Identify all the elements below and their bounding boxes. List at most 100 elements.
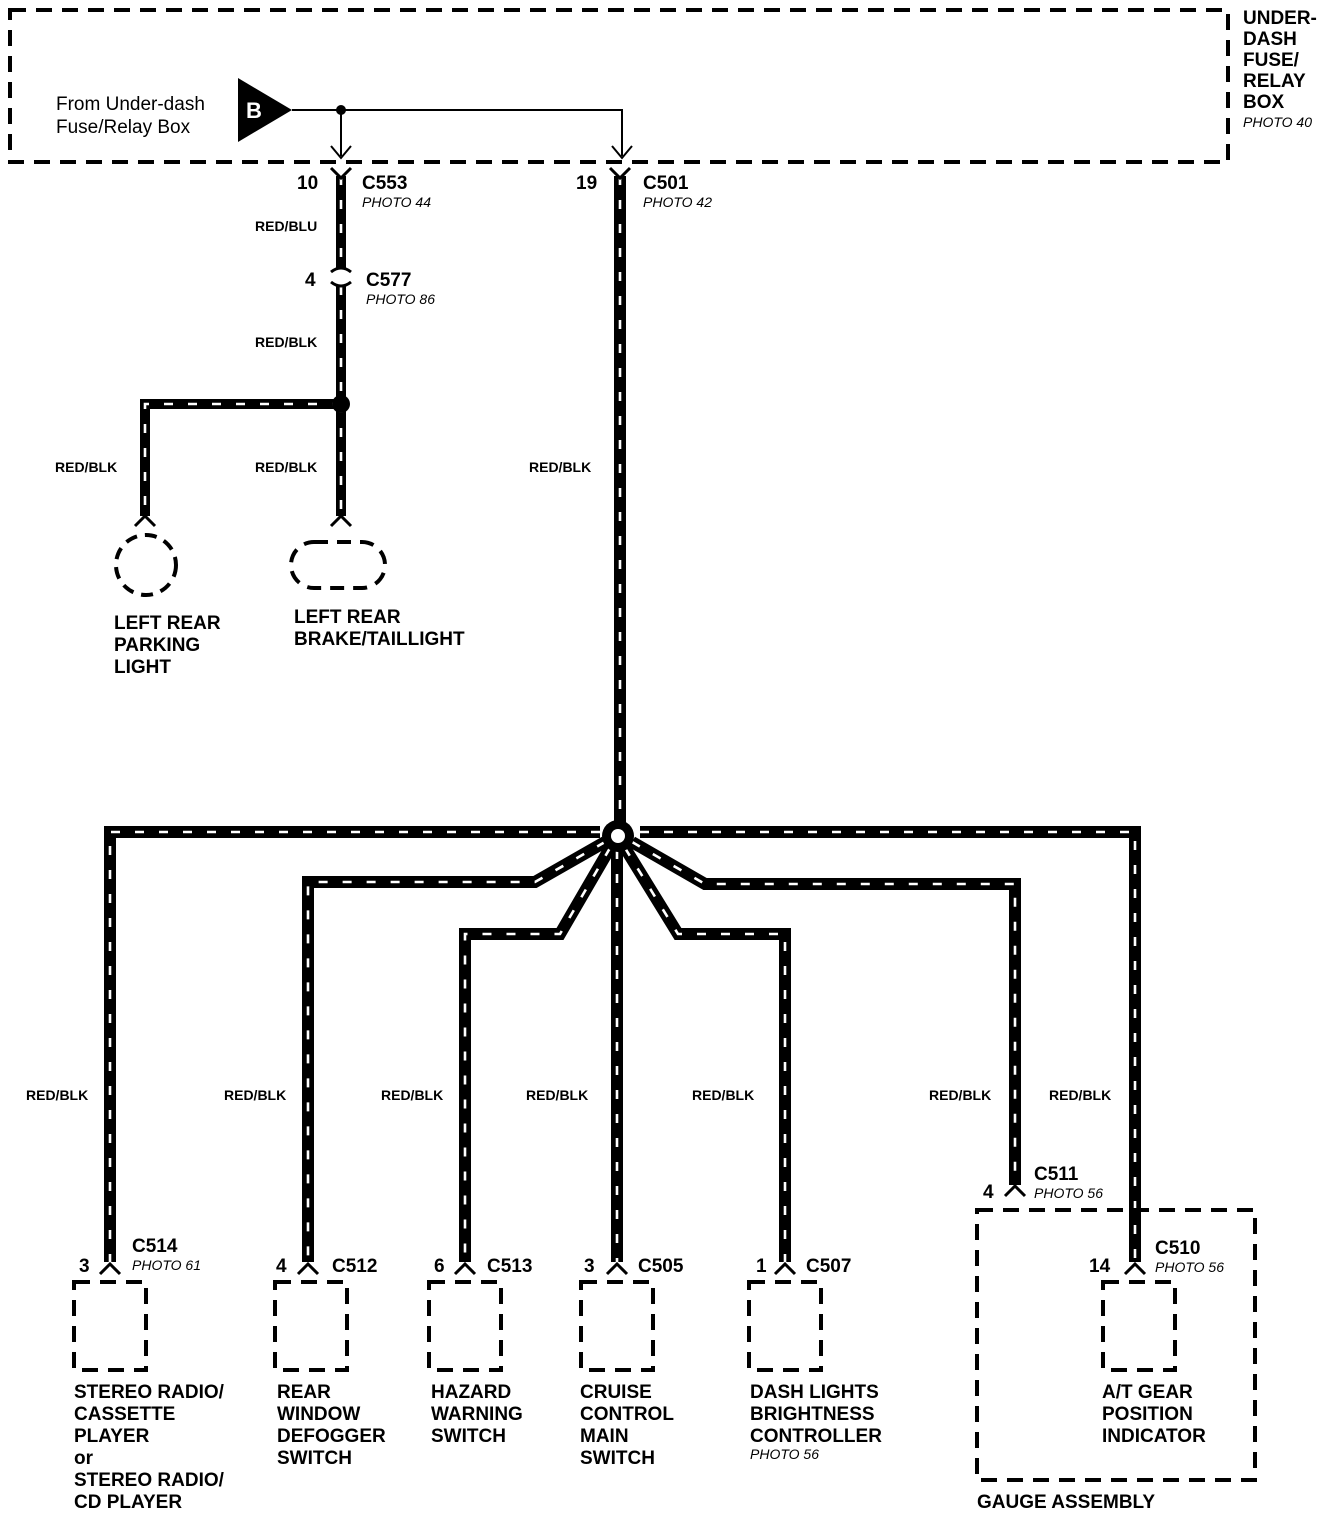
svg-text:A/T GEAR: A/T GEAR: [1102, 1382, 1193, 1403]
svg-text:FUSE/: FUSE/: [1243, 50, 1300, 71]
splice-rear: [332, 395, 350, 413]
wire-labels: RED/BLU RED/BLK RED/BLK RED/BLK RED/BLK …: [26, 218, 1111, 1103]
svg-text:STEREO RADIO/: STEREO RADIO/: [74, 1382, 225, 1403]
svg-text:DASH LIGHTS: DASH LIGHTS: [750, 1382, 879, 1403]
label-left-rear-brake-taillight: LEFT REAR BRAKE/TAILLIGHT: [294, 607, 465, 650]
svg-text:RED/BLK: RED/BLK: [1049, 1087, 1111, 1103]
svg-text:PHOTO 42: PHOTO 42: [643, 194, 712, 210]
arrow-c553-icon: [330, 145, 352, 160]
svg-text:4: 4: [276, 1256, 287, 1277]
svg-text:RED/BLK: RED/BLK: [224, 1087, 286, 1103]
svg-text:PHOTO 86: PHOTO 86: [366, 291, 435, 307]
svg-text:POSITION: POSITION: [1102, 1404, 1193, 1425]
connector-c501: 19 C501 PHOTO 42: [576, 173, 712, 210]
connector-c513: 6 C513: [434, 1256, 532, 1277]
source-label-line2: Fuse/Relay Box: [56, 117, 191, 138]
svg-text:SWITCH: SWITCH: [580, 1448, 655, 1469]
gear-position-indicator-box: [1101, 1280, 1177, 1372]
svg-text:WINDOW: WINDOW: [277, 1404, 360, 1425]
label-hazard-warning-switch: HAZARD WARNING SWITCH: [431, 1382, 523, 1447]
left-rear-brake-taillight-bulb: [289, 540, 387, 590]
label-stereo-radio: STEREO RADIO/ CASSETTE PLAYER or STEREO …: [74, 1382, 225, 1513]
dash-lights-controller-box: [747, 1280, 823, 1372]
svg-text:RED/BLK: RED/BLK: [381, 1087, 443, 1103]
svg-text:DASH: DASH: [1243, 29, 1297, 50]
svg-text:C513: C513: [487, 1256, 532, 1277]
arrow-c501-icon: [611, 145, 633, 160]
svg-text:C512: C512: [332, 1256, 377, 1277]
svg-text:PARKING: PARKING: [114, 635, 200, 656]
svg-text:4: 4: [983, 1182, 994, 1203]
svg-text:PHOTO 44: PHOTO 44: [362, 194, 431, 210]
svg-text:DEFOGGER: DEFOGGER: [277, 1426, 386, 1447]
connector-c507: 1 C507: [756, 1256, 851, 1277]
connector-c511: 4 C511 PHOTO 56: [983, 1164, 1103, 1203]
connector-c505: 3 C505: [584, 1256, 684, 1277]
svg-text:RED/BLK: RED/BLK: [26, 1087, 88, 1103]
rear-window-defogger-switch-box: [273, 1280, 349, 1372]
svg-text:RED/BLK: RED/BLK: [255, 459, 317, 475]
fuse-box-title: UNDER- DASH FUSE/ RELAY BOX PHOTO 40: [1243, 8, 1317, 130]
svg-text:RED/BLK: RED/BLK: [692, 1087, 754, 1103]
label-dash-lights-brightness-controller: DASH LIGHTS BRIGHTNESS CONTROLLER PHOTO …: [750, 1382, 882, 1462]
svg-text:6: 6: [434, 1256, 445, 1277]
label-cruise-control-main-switch: CRUISE CONTROL MAIN SWITCH: [580, 1382, 674, 1469]
svg-text:CONTROL: CONTROL: [580, 1404, 674, 1425]
svg-text:RED/BLK: RED/BLK: [255, 334, 317, 350]
svg-text:MAIN: MAIN: [580, 1426, 629, 1447]
hazard-warning-switch-box: [427, 1280, 503, 1372]
svg-text:or: or: [74, 1448, 94, 1469]
svg-text:SWITCH: SWITCH: [277, 1448, 352, 1469]
left-rear-parking-light-bulb: [114, 533, 178, 597]
svg-text:SWITCH: SWITCH: [431, 1426, 506, 1447]
connector-c577: 4 C577 PHOTO 86: [305, 270, 435, 307]
svg-text:LEFT REAR: LEFT REAR: [294, 607, 401, 628]
svg-text:CD PLAYER: CD PLAYER: [74, 1492, 182, 1513]
svg-text:RED/BLK: RED/BLK: [929, 1087, 991, 1103]
svg-text:CRUISE: CRUISE: [580, 1382, 652, 1403]
svg-text:PHOTO 56: PHOTO 56: [1034, 1185, 1103, 1201]
svg-text:WARNING: WARNING: [431, 1404, 523, 1425]
svg-text:4: 4: [305, 270, 316, 291]
source-letter: B: [246, 98, 262, 123]
internal-splice: [336, 105, 346, 115]
svg-text:RED/BLU: RED/BLU: [255, 218, 317, 234]
source-triangle-icon: [238, 78, 292, 142]
stereo-radio-box: [72, 1280, 148, 1372]
splice-main-center: [611, 829, 625, 843]
svg-text:RED/BLK: RED/BLK: [529, 459, 591, 475]
svg-text:3: 3: [79, 1256, 90, 1277]
label-gear-position-indicator: A/T GEAR POSITION INDICATOR: [1102, 1382, 1206, 1447]
svg-text:C505: C505: [638, 1256, 684, 1277]
svg-text:1: 1: [756, 1256, 767, 1277]
source-label-line1: From Under-dash: [56, 94, 205, 115]
svg-text:PHOTO 56: PHOTO 56: [1155, 1259, 1224, 1275]
connector-c512: 4 C512: [276, 1256, 377, 1277]
svg-text:RED/BLK: RED/BLK: [55, 459, 117, 475]
connector-c514: 3 C514 PHOTO 61: [79, 1236, 201, 1277]
svg-text:BRIGHTNESS: BRIGHTNESS: [750, 1404, 875, 1425]
svg-text:10: 10: [297, 173, 318, 194]
cruise-control-main-switch-box: [579, 1280, 655, 1372]
label-left-rear-parking-light: LEFT REAR PARKING LIGHT: [114, 613, 221, 678]
svg-text:C501: C501: [643, 173, 689, 194]
label-gauge-assembly: GAUGE ASSEMBLY: [977, 1492, 1155, 1513]
fuse-relay-box-outline: [8, 8, 1230, 164]
svg-text:PHOTO 61: PHOTO 61: [132, 1257, 201, 1273]
svg-text:3: 3: [584, 1256, 595, 1277]
svg-text:BOX: BOX: [1243, 92, 1285, 113]
label-rear-window-defogger-switch: REAR WINDOW DEFOGGER SWITCH: [277, 1382, 386, 1469]
svg-text:C507: C507: [806, 1256, 851, 1277]
svg-text:RED/BLK: RED/BLK: [526, 1087, 588, 1103]
internal-wire: [292, 109, 623, 156]
connector-symbols: [98, 166, 1147, 1276]
wire-harness: [104, 176, 1141, 1262]
svg-text:C510: C510: [1155, 1238, 1200, 1259]
svg-text:C577: C577: [366, 270, 411, 291]
svg-text:HAZARD: HAZARD: [431, 1382, 511, 1403]
svg-text:C514: C514: [132, 1236, 178, 1257]
svg-text:REAR: REAR: [277, 1382, 331, 1403]
svg-text:RELAY: RELAY: [1243, 71, 1306, 92]
svg-text:LIGHT: LIGHT: [114, 657, 171, 678]
svg-text:STEREO RADIO/: STEREO RADIO/: [74, 1470, 225, 1491]
